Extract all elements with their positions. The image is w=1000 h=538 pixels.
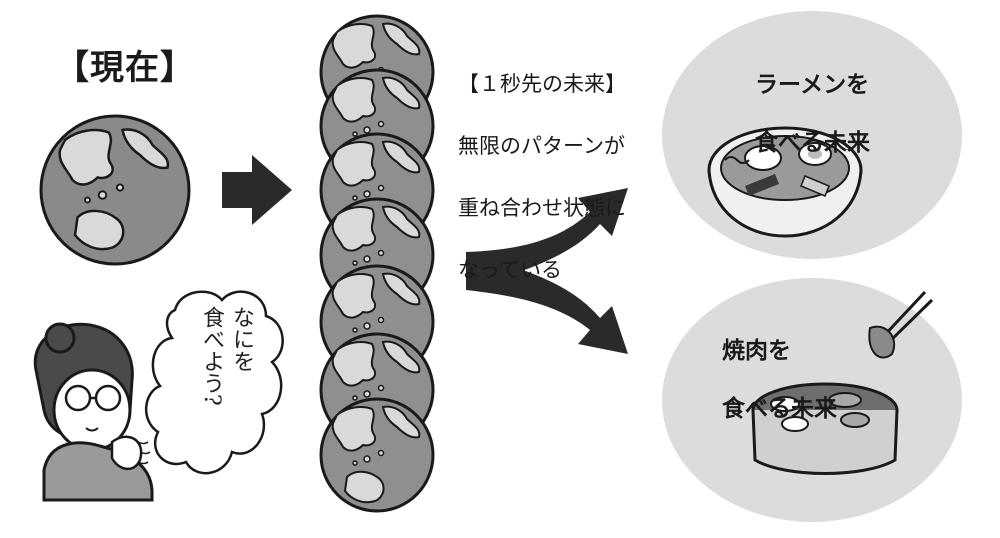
arrow-right-icon: [222, 155, 292, 225]
future-caption-line: 【１秒先の未来】: [458, 72, 626, 96]
chopsticks-icon: [868, 290, 934, 359]
yakiniku-future-label: 焼肉を 食べる未来: [722, 308, 837, 453]
yakiniku-label-line: 食べる未来: [722, 396, 837, 422]
present-earth-icon: [39, 114, 191, 266]
ramen-bowl-icon: [707, 126, 863, 238]
split-arrow-icon: [466, 188, 628, 354]
thought-text: なにを 食べよう?: [199, 306, 254, 406]
future-caption-line: 無限のパターンが: [458, 134, 625, 158]
future-caption-line: 重ね合わせ状態に: [458, 196, 626, 220]
ramen-label-line: ラーメンを: [755, 72, 870, 98]
future-caption: 【１秒先の未来】 無限のパターンが 重ね合わせ状態に なっている: [458, 38, 626, 317]
ramen-label-line: 食べる未来: [755, 130, 870, 156]
future-caption-line: なっている: [458, 258, 562, 282]
future-earth-icon: [319, 397, 435, 513]
thought-bubble-icon: [144, 290, 284, 475]
globe-stack: [319, 14, 435, 513]
yakiniku-grill-icon: [751, 382, 899, 475]
ramen-future-label: ラーメンを 食べる未来: [755, 42, 870, 187]
yakiniku-label-line: 焼肉を: [722, 338, 791, 364]
present-title: 【現在】: [55, 48, 195, 88]
thinking-person-icon: [33, 322, 154, 502]
